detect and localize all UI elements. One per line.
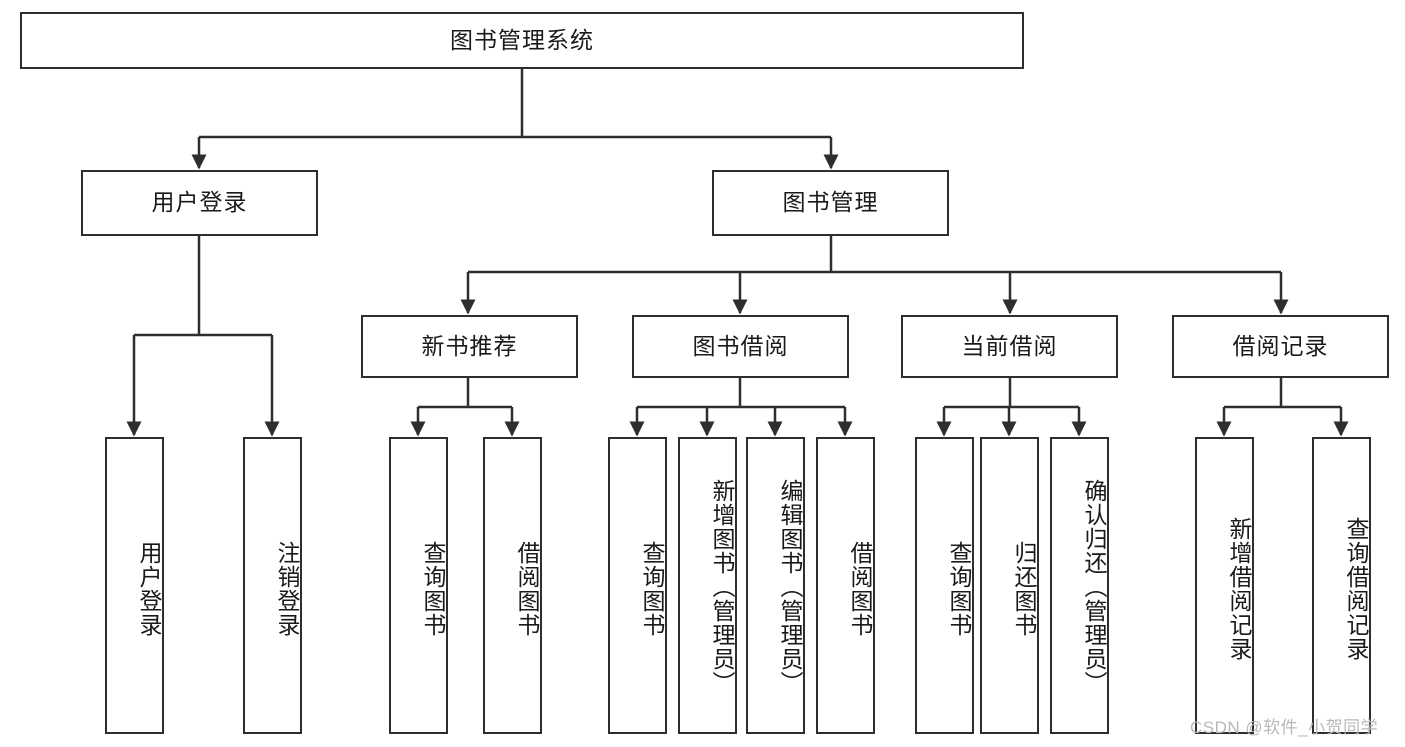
leaf-label: 新增借阅记录 <box>1226 516 1252 661</box>
leaf-label: 归还图书 <box>1011 540 1037 637</box>
leaf-book-borrow-3[interactable]: 编辑图书（管理员） <box>746 437 805 734</box>
node-book-manage-label: 图书管理 <box>782 189 879 216</box>
leaf-borrow-record-1[interactable]: 新增借阅记录 <box>1195 437 1254 734</box>
node-book-manage[interactable]: 图书管理 <box>712 170 949 236</box>
leaf-user-login-2[interactable]: 注销登录 <box>243 437 302 734</box>
node-root-label: 图书管理系统 <box>450 26 594 53</box>
leaf-label: 查询图书 <box>420 540 446 637</box>
leaf-book-borrow-2[interactable]: 新增图书（管理员） <box>678 437 737 734</box>
node-user-login-label: 用户登录 <box>151 189 248 216</box>
leaf-label: 确认归还（管理员） <box>1081 478 1107 695</box>
leaf-label: 编辑图书（管理员） <box>777 478 803 695</box>
node-current-borrow-label: 当前借阅 <box>961 332 1058 359</box>
node-borrow-record-label: 借阅记录 <box>1232 332 1329 359</box>
leaf-borrow-record-2[interactable]: 查询借阅记录 <box>1312 437 1371 734</box>
leaf-user-login-1[interactable]: 用户登录 <box>105 437 164 734</box>
leaf-current-borrow-2[interactable]: 归还图书 <box>980 437 1039 734</box>
leaf-label: 新增图书（管理员） <box>709 478 735 695</box>
node-book-borrow[interactable]: 图书借阅 <box>632 315 849 378</box>
leaf-book-borrow-1[interactable]: 查询图书 <box>608 437 667 734</box>
node-book-borrow-label: 图书借阅 <box>692 332 789 359</box>
leaf-current-borrow-3[interactable]: 确认归还（管理员） <box>1050 437 1109 734</box>
leaf-label: 查询借阅记录 <box>1343 516 1369 661</box>
leaf-label: 用户登录 <box>136 540 162 637</box>
leaf-new-book-1[interactable]: 查询图书 <box>389 437 448 734</box>
node-root[interactable]: 图书管理系统 <box>20 12 1024 69</box>
leaf-book-borrow-4[interactable]: 借阅图书 <box>816 437 875 734</box>
leaf-current-borrow-1[interactable]: 查询图书 <box>915 437 974 734</box>
leaf-label: 查询图书 <box>946 540 972 637</box>
leaf-label: 借阅图书 <box>847 540 873 637</box>
leaf-label: 注销登录 <box>274 540 300 637</box>
node-new-book-recommend-label: 新书推荐 <box>421 332 518 359</box>
node-current-borrow[interactable]: 当前借阅 <box>901 315 1118 378</box>
leaf-label: 查询图书 <box>639 540 665 637</box>
node-user-login[interactable]: 用户登录 <box>81 170 318 236</box>
watermark: CSDN @软件_小贺同学 <box>1190 718 1379 737</box>
node-borrow-record[interactable]: 借阅记录 <box>1172 315 1389 378</box>
leaf-new-book-2[interactable]: 借阅图书 <box>483 437 542 734</box>
node-new-book-recommend[interactable]: 新书推荐 <box>361 315 578 378</box>
leaf-label: 借阅图书 <box>514 540 540 637</box>
